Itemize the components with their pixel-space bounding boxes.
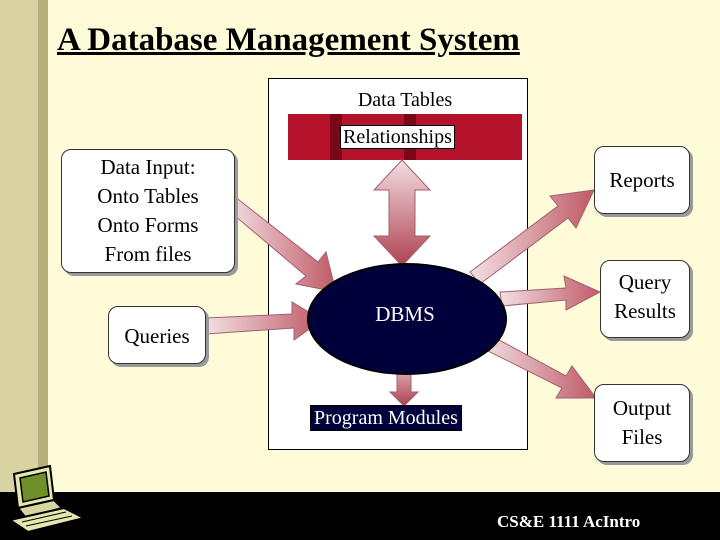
- data-input-box: [61, 149, 235, 273]
- arrow-dbms-relationships: [372, 159, 432, 267]
- data-input-line: Data Input:: [100, 155, 196, 179]
- slide-title: A Database Management System: [57, 22, 520, 58]
- query-results-line: Results: [614, 299, 676, 323]
- data-input-line: Onto Tables: [97, 184, 199, 208]
- data-input-label: Data Input: Onto Tables Onto Forms From …: [61, 153, 235, 269]
- data-input-line: From files: [104, 242, 192, 266]
- arrow-dbms-output-files: [481, 333, 597, 399]
- query-results-box: [600, 260, 690, 338]
- reports-label: Reports: [609, 168, 675, 192]
- footer-text: CS&E 1111 AcIntro: [497, 512, 641, 531]
- arrow-dbms-query-results: [499, 275, 602, 311]
- output-files-line: Files: [621, 425, 663, 449]
- dbms-label: DBMS: [375, 302, 435, 326]
- left-decor-stripe: [38, 0, 48, 540]
- query-results-line: Query: [618, 270, 672, 294]
- arrow-queries-dbms: [205, 301, 323, 341]
- query-results-label: Query Results: [600, 268, 690, 326]
- arrow-dbms-reports: [469, 189, 595, 285]
- footer-band: [0, 492, 720, 540]
- relationships-label: Relationships: [340, 125, 455, 149]
- queries-label: Queries: [124, 324, 190, 348]
- left-decor-band: [0, 0, 38, 540]
- queries-box: [108, 306, 206, 364]
- reports-box: [594, 146, 690, 214]
- output-files-line: Output: [612, 396, 672, 420]
- computer-icon: [7, 464, 87, 534]
- arrow-input-dbms: [227, 195, 337, 293]
- output-files-label: Output Files: [594, 394, 690, 452]
- data-tables-label: Data Tables: [357, 89, 453, 111]
- table-divider: [330, 114, 342, 160]
- output-files-box: [594, 384, 690, 462]
- dbms-node: [307, 263, 507, 375]
- program-modules-label: Program Modules: [310, 405, 462, 431]
- data-input-line: Onto Forms: [97, 213, 199, 237]
